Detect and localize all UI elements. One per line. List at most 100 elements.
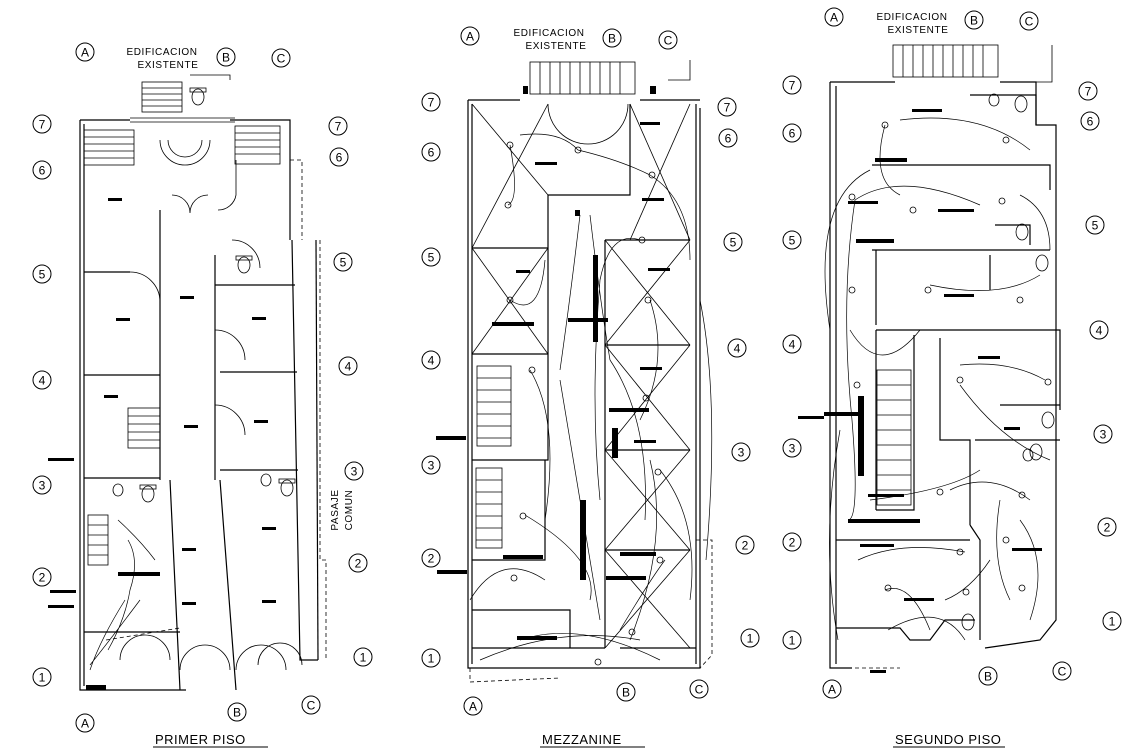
axis-label: 4 [428, 354, 435, 368]
axis-bubble-a: A [460, 26, 480, 46]
axis-bubble-a: A [824, 7, 844, 27]
axis-label: 2 [39, 571, 46, 585]
axis-bubble-a: A [822, 679, 842, 699]
axis-label: 7 [428, 96, 435, 110]
axis-label: 1 [747, 632, 754, 646]
axis-label: A [828, 683, 836, 697]
axis-bubble-1: 1 [353, 647, 373, 667]
axis-label: 7 [1085, 85, 1092, 99]
axis-label: 1 [39, 671, 46, 685]
axis-label: 2 [355, 557, 362, 571]
axis-label: 4 [789, 338, 796, 352]
axis-label: B [608, 32, 616, 46]
axis-bubble-4: 4 [32, 370, 52, 390]
axis-bubble-5: 5 [1085, 215, 1105, 235]
axis-bubble-3: 3 [344, 461, 364, 481]
axis-bubble-6: 6 [782, 123, 802, 143]
axis-label: 4 [1096, 324, 1103, 338]
axis-bubble-5: 5 [421, 247, 441, 267]
axis-label: 6 [428, 146, 435, 160]
existing-note-line2: EXISTENTE [526, 41, 587, 52]
axis-label: A [466, 30, 474, 44]
axis-label: 3 [39, 479, 46, 493]
axis-bubble-3: 3 [421, 455, 441, 475]
axis-bubble-2: 2 [32, 567, 52, 587]
axis-label: 7 [335, 120, 342, 134]
axis-bubble-c: C [689, 679, 709, 699]
axis-bubble-7: 7 [782, 75, 802, 95]
plan-mezzanine [436, 60, 713, 683]
axis-label: 3 [351, 465, 358, 479]
axis-label: 1 [360, 651, 367, 665]
axis-bubble-1: 1 [32, 667, 52, 687]
axis-label: C [1025, 15, 1034, 29]
axis-bubble-c: C [1052, 661, 1072, 681]
axis-bubble-6: 6 [32, 160, 52, 180]
axis-label: B [233, 706, 241, 720]
axis-label: 6 [789, 127, 796, 141]
axis-label: 5 [428, 251, 435, 265]
axis-bubble-5: 5 [32, 264, 52, 284]
axis-bubble-6: 6 [329, 147, 349, 167]
axis-bubble-a: A [463, 696, 483, 716]
axis-bubble-5: 5 [782, 230, 802, 250]
axis-bubble-4: 4 [421, 350, 441, 370]
plan-segundo-piso [798, 44, 1061, 673]
axis-label: 2 [1104, 521, 1111, 535]
axis-label: 1 [428, 652, 435, 666]
axis-label: A [830, 11, 838, 25]
axis-bubble-1: 1 [1102, 611, 1122, 631]
axis-bubble-4: 4 [782, 334, 802, 354]
axis-label: 1 [789, 634, 796, 648]
axis-label: C [664, 34, 673, 48]
axis-label: 2 [428, 552, 435, 566]
axis-bubble-7: 7 [421, 92, 441, 112]
axis-bubble-c: C [658, 30, 678, 50]
axis-bubble-a: A [75, 42, 95, 62]
axis-label: 4 [734, 342, 741, 356]
axis-label: 3 [738, 446, 745, 460]
axis-bubble-7: 7 [32, 114, 52, 134]
axis-label: 5 [789, 234, 796, 248]
axis-bubble-a: A [75, 713, 95, 733]
axis-bubble-4: 4 [727, 338, 747, 358]
axis-bubble-6: 6 [1080, 111, 1100, 131]
axis-bubble-2: 2 [348, 553, 368, 573]
axis-label: 6 [725, 132, 732, 146]
axis-bubble-b: B [602, 28, 622, 48]
axis-bubble-6: 6 [421, 142, 441, 162]
axis-bubble-5: 5 [723, 232, 743, 252]
axis-label: C [277, 52, 286, 66]
existing-note-line2: EXISTENTE [138, 60, 199, 71]
axis-bubble-7: 7 [717, 97, 737, 117]
axis-bubble-1: 1 [782, 630, 802, 650]
pasaje-note-line1: PASAJE [330, 489, 341, 530]
axis-label: 6 [39, 164, 46, 178]
axis-bubble-3: 3 [32, 475, 52, 495]
axis-bubble-b: B [227, 702, 247, 722]
existing-note-line2: EXISTENTE [888, 25, 949, 36]
axis-label: 7 [789, 79, 796, 93]
axis-bubble-c: C [271, 48, 291, 68]
axis-label: 3 [789, 442, 796, 456]
axis-bubble-b: B [616, 682, 636, 702]
axis-label: A [469, 700, 477, 714]
plan-primer-piso [48, 74, 327, 691]
axis-bubble-c: C [301, 695, 321, 715]
axis-label: 5 [730, 236, 737, 250]
axis-label: 4 [345, 360, 352, 374]
axis-label: 2 [742, 539, 749, 553]
axis-bubble-2: 2 [735, 535, 755, 555]
axis-bubble-3: 3 [1093, 424, 1113, 444]
axis-label: 3 [428, 459, 435, 473]
axis-label: 1 [1109, 615, 1116, 629]
pasaje-note-line2: COMUN [344, 490, 355, 531]
plan-title-segundo-piso: SEGUNDO PISO [895, 732, 1001, 747]
axis-label: C [307, 699, 316, 713]
plan-title-primer-piso: PRIMER PISO [155, 732, 246, 747]
plan-title-mezzanine: MEZZANINE [542, 732, 622, 747]
axis-label: B [970, 14, 978, 28]
axis-bubble-3: 3 [782, 438, 802, 458]
axis-bubble-2: 2 [782, 532, 802, 552]
